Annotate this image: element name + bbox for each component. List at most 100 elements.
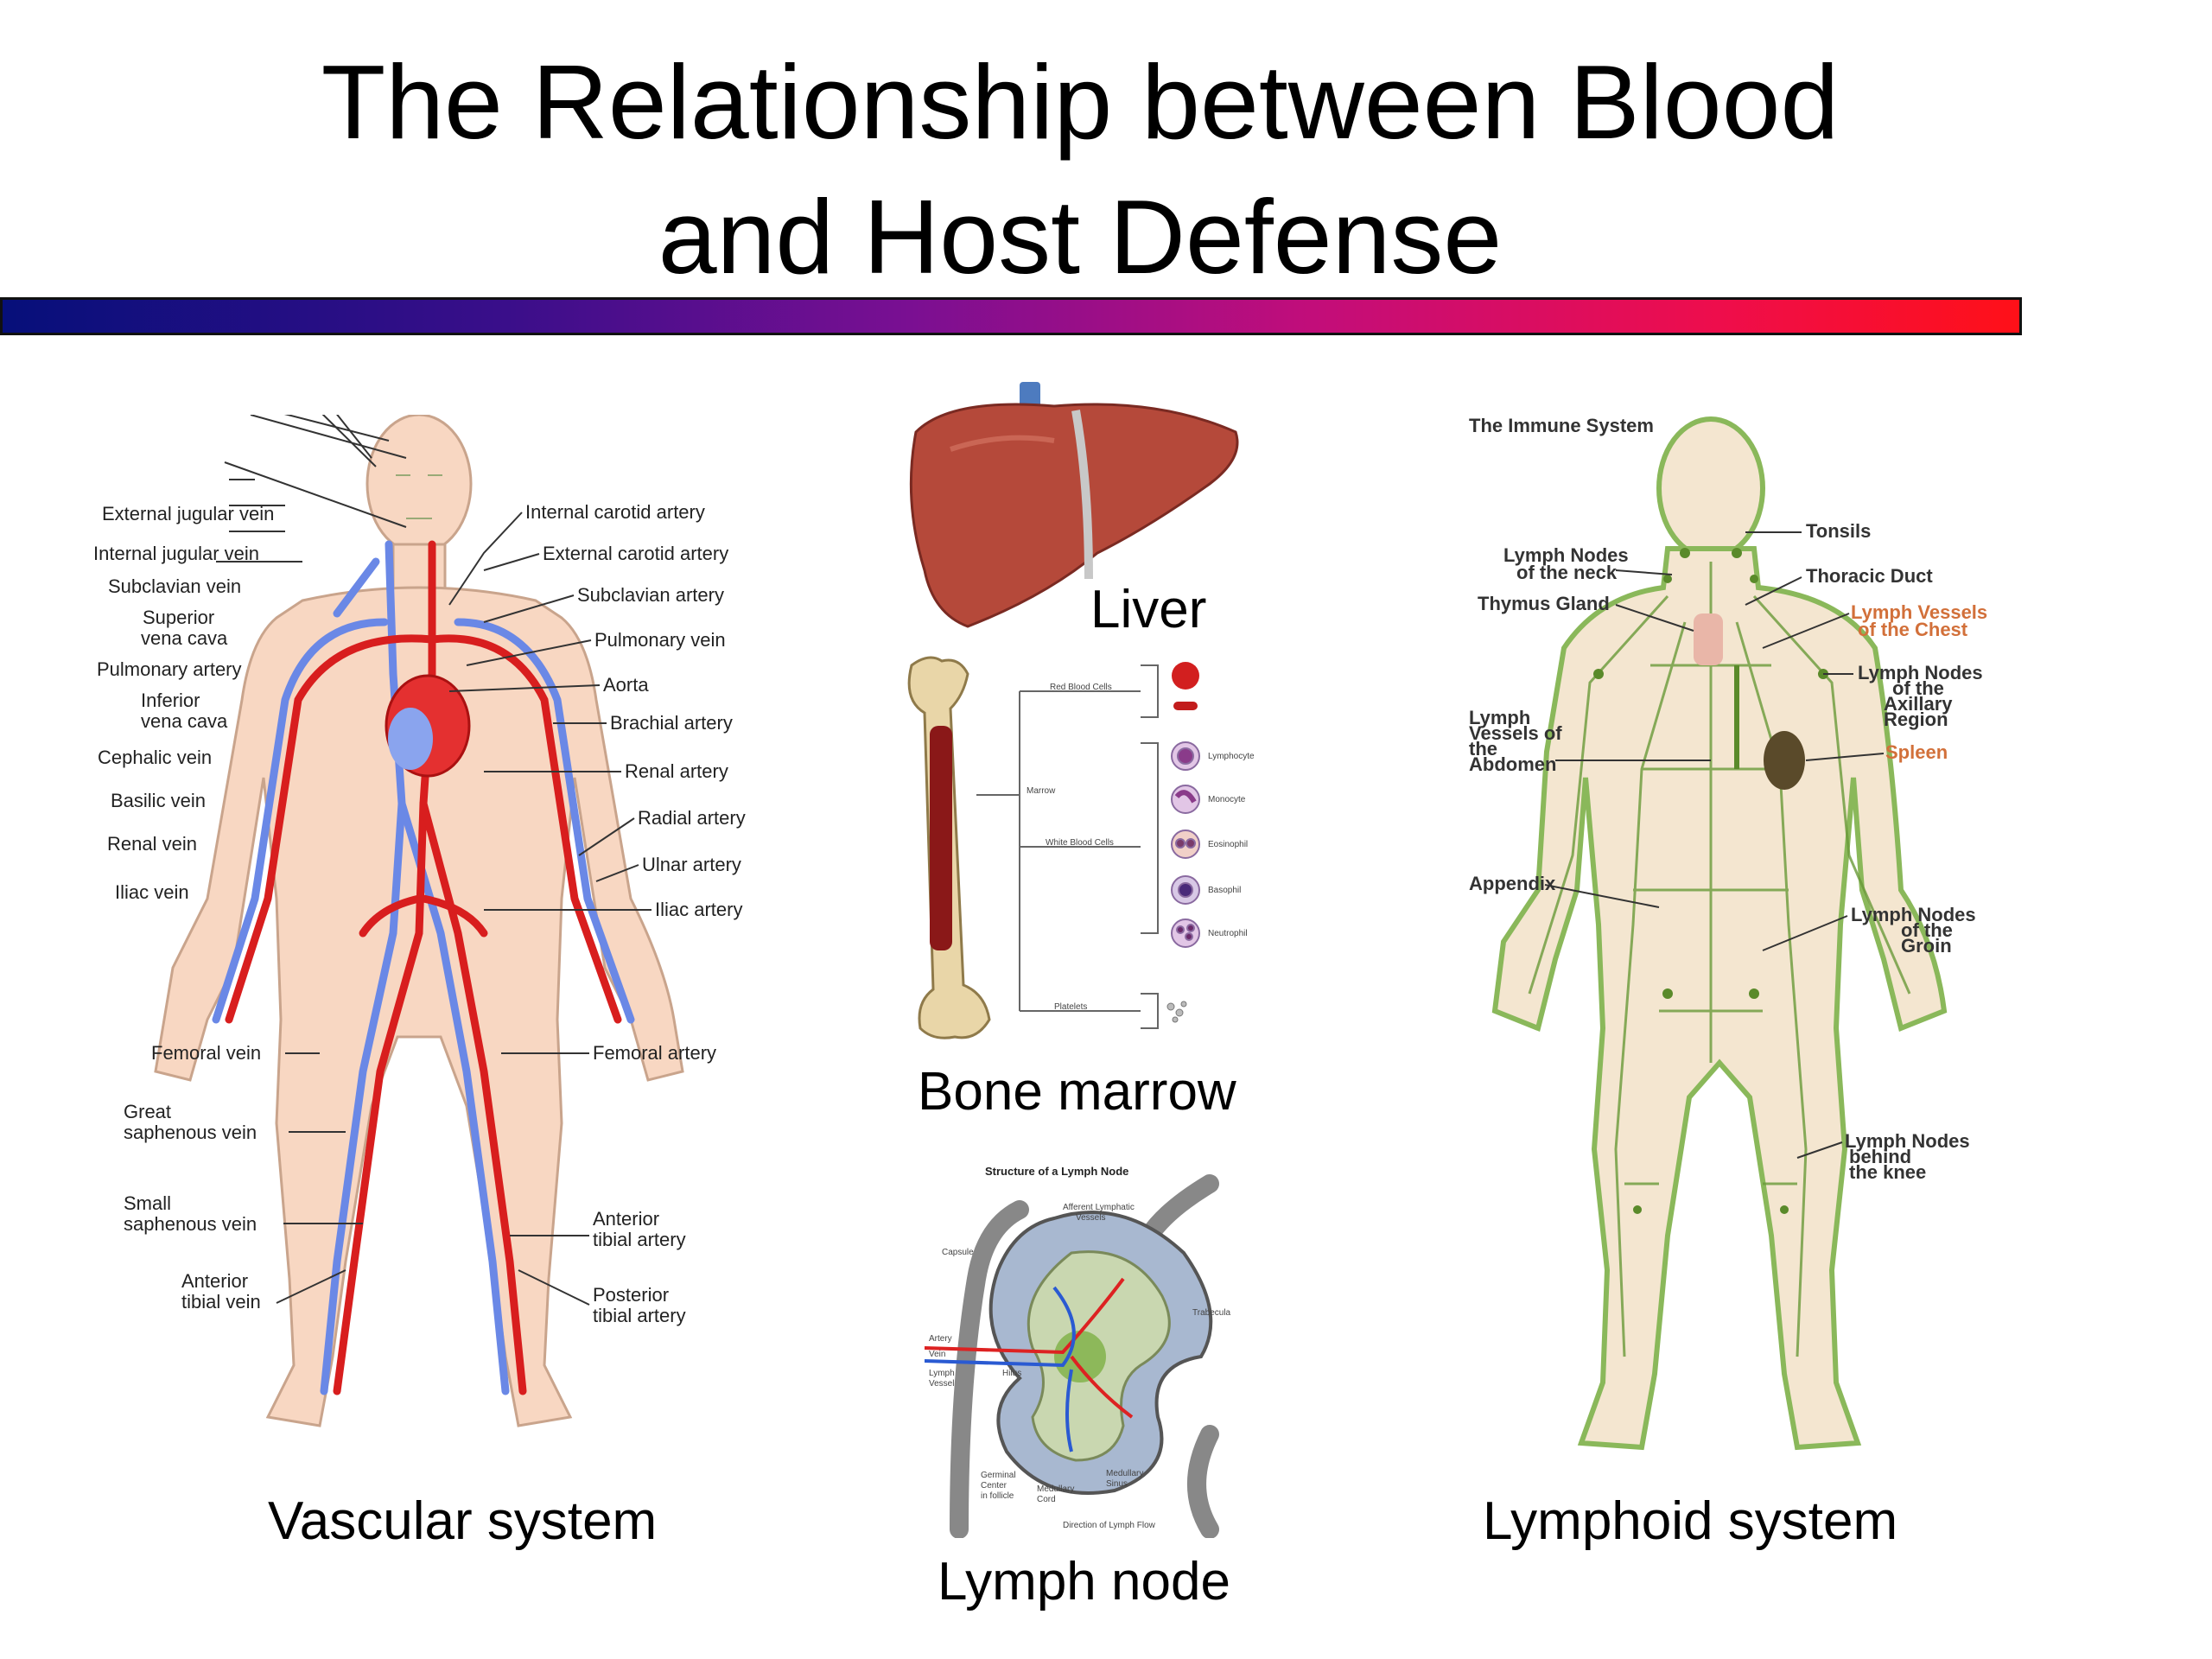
- label-lymph-vessels-chest-2: of the Chest: [1858, 619, 1968, 640]
- label-ulnar-artery: Ulnar artery: [642, 854, 741, 875]
- label-tibial-artery-2: tibial artery: [593, 1305, 686, 1326]
- label-lymph-nodes-neck-1: Lymph Nodes: [1503, 544, 1629, 566]
- vascular-left-labels: External jugular vein Internal jugular v…: [93, 503, 274, 1313]
- label-spleen: Spleen: [1885, 741, 1948, 763]
- liver-lobes: [909, 403, 1239, 628]
- marrow-label-monocyte: Monocyte: [1208, 795, 1246, 804]
- label-germinal: Germinal: [981, 1471, 1016, 1480]
- label-center: Center: [981, 1481, 1007, 1491]
- lymph-node-diagram: Structure of a Lymph Node Afferent Lymph…: [925, 1165, 1231, 1538]
- label-groin-1: Lymph Nodes: [1851, 904, 1976, 925]
- label-in-follicle: in follicle: [981, 1491, 1014, 1501]
- white-blood-cells: [1171, 741, 1200, 948]
- label-aorta: Aorta: [603, 674, 649, 696]
- heart-right-side: [388, 708, 433, 770]
- label-saphenous-vein-2: saphenous vein: [124, 1213, 257, 1235]
- vascular-system-diagram: [154, 415, 684, 1427]
- label-medullary-cord-1: Medullary: [1037, 1484, 1074, 1494]
- platelets: [1166, 1001, 1187, 1023]
- veins: [212, 540, 635, 1395]
- label-knee-2: behind: [1849, 1146, 1911, 1167]
- label-groin-2: of the: [1901, 919, 1953, 941]
- marrow-label-white-blood-cells: White Blood Cells: [1046, 838, 1114, 848]
- marrow-label-eosinophil: Eosinophil: [1208, 840, 1248, 849]
- label-pulmonary-artery: Pulmonary artery: [97, 658, 242, 680]
- label-vena-cava-1: vena cava: [141, 627, 228, 649]
- label-inferior: Inferior: [141, 690, 200, 711]
- lymph-node-clusters: [1593, 548, 1828, 1214]
- label-anterior-2: Anterior: [593, 1208, 659, 1230]
- marrow-label-basophil: Basophil: [1208, 886, 1241, 895]
- label-internal-jugular-vein: Internal jugular vein: [93, 543, 259, 564]
- label-lymph-abdomen-4: Abdomen: [1469, 753, 1556, 775]
- label-trabecula: Trabecula: [1192, 1308, 1231, 1318]
- immune-leader-lines: [1544, 531, 1885, 1159]
- label-appendix: Appendix: [1469, 873, 1556, 894]
- liver-highlight: [950, 435, 1055, 452]
- label-lymph-abdomen-3: the: [1469, 738, 1497, 760]
- label-subclavian-vein: Subclavian vein: [108, 575, 241, 597]
- arteries: [225, 540, 622, 1395]
- label-hilus: Hilus: [1002, 1369, 1021, 1378]
- label-axillary-1: Lymph Nodes: [1858, 662, 1983, 683]
- label-capsule: Capsule: [942, 1248, 974, 1257]
- label-subclavian-artery: Subclavian artery: [577, 584, 724, 606]
- left-leader-lines: [216, 415, 407, 563]
- label-direction-of-lymph-flow: Direction of Lymph Flow: [1063, 1521, 1156, 1530]
- label-lymph-vessel: Vessel: [929, 1379, 954, 1389]
- marrow-label-neutrophil: Neutrophil: [1208, 929, 1248, 938]
- label-vein: Vein: [929, 1350, 945, 1359]
- label-external-carotid-artery: External carotid artery: [543, 543, 728, 564]
- label-vena-cava-2: vena cava: [141, 710, 228, 732]
- marrow-tree-lines: [976, 664, 1159, 1029]
- marrow-label-red-blood-cells: Red Blood Cells: [1050, 683, 1112, 692]
- lymph-vessels-network: [1528, 562, 1911, 1357]
- lymph-body-silhouette: [1491, 416, 1948, 1451]
- immune-labels: Tonsils Lymph Nodes of the neck Thoracic…: [1469, 520, 1987, 1183]
- caption-lymph-node: Lymph node: [938, 1552, 1230, 1611]
- caption-vascular-system: Vascular system: [268, 1491, 658, 1551]
- marrow-cavity: [930, 726, 952, 950]
- bone-marrow-diagram: Marrow Red Blood Cells White Blood Cells…: [907, 656, 1255, 1039]
- face: [396, 474, 442, 519]
- label-thoracic-duct: Thoracic Duct: [1806, 565, 1933, 587]
- lymphoid-system-diagram: The Immune System Tonsils Lymph Nodes of…: [1469, 415, 1987, 1451]
- thymus: [1694, 613, 1723, 665]
- label-afferent-lymphatic: Afferent Lymphatic: [1063, 1203, 1135, 1212]
- marrow-label-marrow: Marrow: [1027, 786, 1056, 796]
- label-basilic-vein: Basilic vein: [111, 790, 206, 811]
- label-iliac-artery: Iliac artery: [655, 899, 742, 920]
- right-leader-lines: [276, 512, 652, 1306]
- hilus: [1054, 1331, 1106, 1382]
- label-posterior: Posterior: [593, 1284, 669, 1306]
- vascular-right-labels: Internal carotid artery External carotid…: [525, 501, 746, 1326]
- gradient-divider-bar: [0, 297, 2022, 335]
- femur-bone: [907, 656, 991, 1039]
- label-medullary-sinus-2: Sinus: [1106, 1479, 1128, 1489]
- body-silhouette: [154, 415, 684, 1427]
- red-blood-cells: [1172, 662, 1199, 710]
- title-line-1: The Relationship between Blood: [321, 43, 1840, 161]
- label-lymph-abdomen-2: Vessels of: [1469, 722, 1562, 744]
- label-groin-3: Groin: [1901, 935, 1952, 957]
- label-axillary-4: Region: [1884, 709, 1948, 730]
- node-artery: [925, 1277, 1134, 1419]
- label-lymph: Lymph: [929, 1369, 955, 1378]
- label-anterior-1: Anterior: [181, 1270, 248, 1292]
- label-brachial-artery: Brachial artery: [610, 712, 733, 734]
- label-saphenous-vein-1: saphenous vein: [124, 1122, 257, 1143]
- vascular-label-layer: External jugular vein Internal jugular v…: [93, 501, 746, 1326]
- label-internal-carotid-artery: Internal carotid artery: [525, 501, 705, 523]
- slide-title: The Relationship between Blood and Host …: [0, 35, 2203, 304]
- caption-liver: Liver: [1090, 580, 1207, 639]
- label-pulmonary-vein: Pulmonary vein: [594, 629, 726, 651]
- spleen: [1764, 731, 1805, 790]
- caption-bone-marrow: Bone marrow: [918, 1062, 1236, 1122]
- falciform-ligament: [1071, 410, 1093, 580]
- label-tonsils: Tonsils: [1806, 520, 1871, 542]
- label-femoral-vein: Femoral vein: [151, 1042, 261, 1064]
- label-lymph-abdomen-1: Lymph: [1469, 707, 1530, 728]
- label-renal-vein: Renal vein: [107, 833, 197, 855]
- liver-illustration: [909, 382, 1239, 628]
- marrow-label-lymphocyte: Lymphocyte: [1208, 752, 1255, 761]
